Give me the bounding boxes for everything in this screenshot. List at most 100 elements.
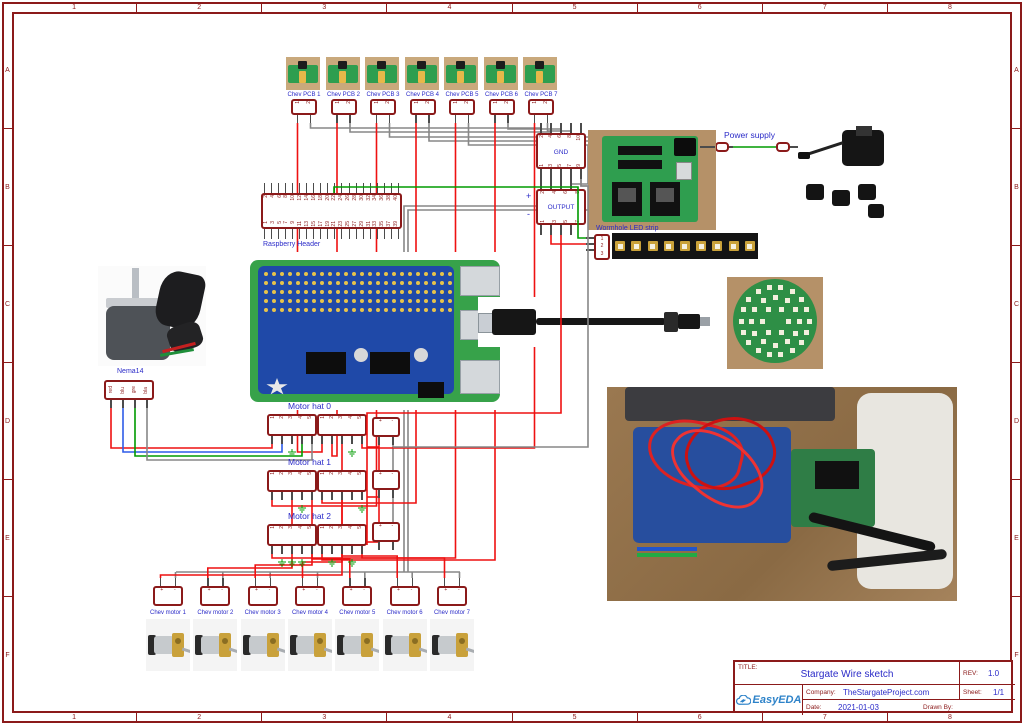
power-supply-label[interactable]: Power supply — [724, 130, 776, 140]
pin-stub — [351, 546, 353, 554]
pin-stub — [313, 229, 315, 239]
chev-motor-connector[interactable]: +- — [200, 586, 231, 606]
pin-number: 35 — [379, 221, 386, 227]
chev-motor-photo[interactable] — [382, 619, 427, 671]
chev-motor-photo[interactable] — [429, 619, 474, 671]
chev-pcb-label[interactable]: Chev PCB 6 — [484, 92, 518, 98]
pin-stub — [291, 436, 293, 444]
chev-pcb-label[interactable]: Chev PCB 1 — [287, 92, 321, 98]
led-strip-photo[interactable] — [612, 233, 758, 259]
nema14-label[interactable]: Nema14 — [117, 368, 144, 375]
motor-hat-power-connector[interactable]: +- — [372, 522, 400, 542]
pin-stub — [222, 578, 224, 586]
chev-motor-label[interactable]: Chev motor 6 — [386, 610, 423, 616]
chev-motor-connector[interactable]: +- — [342, 586, 373, 606]
pin-stub — [560, 123, 562, 133]
sheet-title[interactable]: Stargate Wire sketch — [800, 669, 894, 680]
raspberry-pi-motor-hat-photo[interactable] — [242, 252, 516, 410]
assembled-stargate-photo[interactable] — [607, 387, 957, 601]
chev-motor-connector[interactable]: +- — [436, 586, 467, 606]
photo-detail — [337, 61, 347, 69]
chev-pcb-photo[interactable] — [325, 57, 360, 90]
chev-motor-photo[interactable] — [146, 619, 190, 671]
pin-number: + — [396, 587, 400, 593]
wormhole-led-strip-label[interactable]: Wormhole LED strip — [596, 225, 659, 232]
chev-pcb-label[interactable]: Chev PCB 3 — [366, 92, 400, 98]
chev-pcb-label[interactable]: Chev PCB 5 — [445, 92, 479, 98]
usb-cable-photo[interactable] — [478, 297, 712, 347]
chev-motor-connector[interactable]: +- — [389, 586, 420, 606]
rev-value[interactable]: 1.0 — [988, 669, 1000, 678]
chev-motor-label[interactable]: Chev motor 1 — [149, 610, 186, 616]
raspberry-header-label[interactable]: Raspberry Header — [263, 241, 321, 248]
photo-detail — [376, 290, 380, 294]
chev-motor-label[interactable]: Chev motor 2 — [197, 610, 234, 616]
motor-hat-label[interactable]: Motor hat 1 — [288, 457, 331, 467]
sheet-value[interactable]: 1/1 — [993, 688, 1005, 697]
chev-motor-connector[interactable]: +- — [247, 586, 278, 606]
easyeda-logo-text[interactable]: EasyEDA — [752, 694, 802, 706]
power-adapter-photo[interactable] — [798, 126, 888, 224]
wormhole-led-pcb-photo[interactable] — [727, 277, 823, 369]
chev-pcb-label[interactable]: Chev PCB 4 — [405, 92, 439, 98]
photo-detail — [336, 281, 340, 285]
pin-stub — [355, 229, 357, 239]
photo-detail — [266, 633, 279, 657]
chev-motor-label[interactable]: Chev motor 7 — [433, 610, 470, 616]
chev-pcb-label[interactable]: Chev PCB 7 — [524, 92, 558, 98]
photo-detail — [313, 633, 326, 657]
chev-motor-connector[interactable]: +- — [294, 586, 325, 606]
drawn-by-label: Drawn By: — [923, 704, 953, 711]
motor-hat-power-connector[interactable]: +- — [372, 417, 400, 437]
chev-motor-label[interactable]: Chev motor 4 — [291, 610, 328, 616]
chev-motor-photo[interactable] — [335, 619, 380, 671]
pin-number: 2 — [424, 101, 431, 104]
chev-motor-connector[interactable]: +- — [153, 586, 183, 606]
photo-detail — [416, 272, 420, 276]
led-chip — [663, 241, 674, 251]
motor-hat-power-connector[interactable]: +- — [372, 470, 400, 490]
photo-detail — [455, 633, 468, 657]
pin-stub — [443, 578, 446, 586]
chev-motor-photo[interactable] — [193, 619, 238, 671]
chev-pcb-photo[interactable] — [286, 57, 320, 90]
power-supply-connector-a[interactable] — [715, 142, 729, 152]
pin-stub — [586, 243, 594, 245]
photo-detail — [440, 299, 444, 303]
nema14-photo[interactable] — [98, 266, 206, 366]
chev-motor-photo[interactable] — [240, 619, 285, 671]
chev-pcb-photo[interactable] — [523, 57, 557, 90]
date-value[interactable]: 2021-01-03 — [838, 703, 879, 712]
chev-pcb-photo[interactable] — [444, 57, 478, 90]
motor-hat-label[interactable]: Motor hat 0 — [288, 401, 331, 411]
photo-detail — [304, 290, 308, 294]
chev-pcb-photo[interactable] — [483, 57, 518, 90]
chev-pcb-photo[interactable] — [365, 57, 399, 90]
chev-pcb-label[interactable]: Chev PCB 2 — [326, 92, 360, 98]
power-board-photo[interactable] — [588, 130, 716, 230]
chev-motor-label[interactable]: Chev motor 5 — [339, 610, 376, 616]
chev-motor-label[interactable]: Chev motor 3 — [244, 610, 281, 616]
chev-motor-photo[interactable] — [287, 619, 332, 671]
company-value[interactable]: TheStargateProject.com — [843, 688, 930, 697]
chev-pcb-photo[interactable] — [404, 57, 439, 90]
power-supply-connector-b[interactable] — [776, 142, 790, 152]
